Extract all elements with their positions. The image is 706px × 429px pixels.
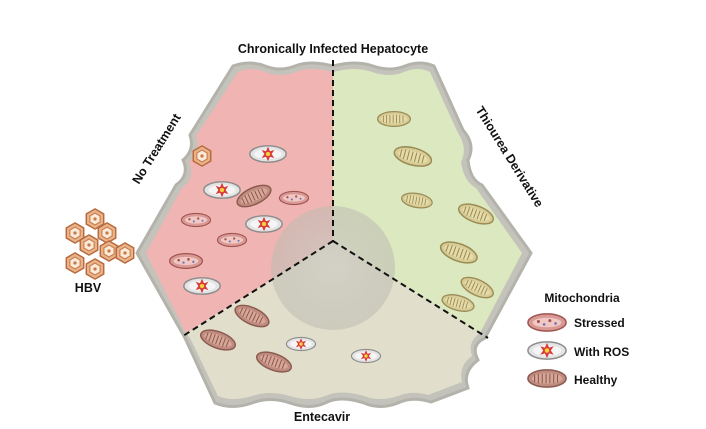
ros-mitochondrion-icon (350, 348, 382, 364)
healthy-mitochondrion-icon (527, 369, 567, 388)
label-hbv: HBV (75, 281, 102, 295)
legend-item-stressed: Stressed (574, 316, 625, 330)
hbv-virion-icon (65, 252, 85, 274)
ros-mitochondrion-icon (203, 181, 241, 199)
stressed-mitochondrion-icon (180, 212, 212, 228)
hbv-virion-icon (115, 242, 135, 264)
diagram-title: Chronically Infected Hepatocyte (238, 42, 428, 56)
stressed-mitochondrion-icon (216, 232, 248, 248)
nucleus (271, 206, 395, 330)
section-dividers (182, 60, 489, 339)
label-no-treatment: No Treatment (130, 111, 185, 187)
ros-mitochondrion-icon (183, 277, 221, 295)
legend: Mitochondria Stressed With ROS Healthy (527, 291, 629, 388)
hbv-virion-icon (85, 258, 105, 280)
legend-item-healthy: Healthy (574, 373, 618, 387)
label-entecavir: Entecavir (294, 410, 350, 424)
hbv-virion-icon (99, 240, 119, 262)
stressed-mitochondrion-icon (168, 252, 204, 270)
healthy-mitochondrion-icon (376, 110, 412, 128)
hbv-cluster (65, 208, 135, 280)
ros-mitochondrion-icon (527, 341, 567, 360)
stressed-mitochondrion-icon (278, 190, 310, 206)
ros-mitochondrion-icon (285, 336, 317, 352)
stressed-mitochondrion-icon (527, 313, 567, 332)
legend-title: Mitochondria (544, 291, 620, 305)
ros-mitochondrion-icon (249, 145, 287, 163)
hbv-virion-icon (192, 145, 212, 167)
ros-mitochondrion-icon (245, 215, 283, 233)
legend-item-ros: With ROS (574, 345, 629, 359)
hbv-virion-icon (79, 234, 99, 256)
hbv-virion-icon (97, 222, 117, 244)
